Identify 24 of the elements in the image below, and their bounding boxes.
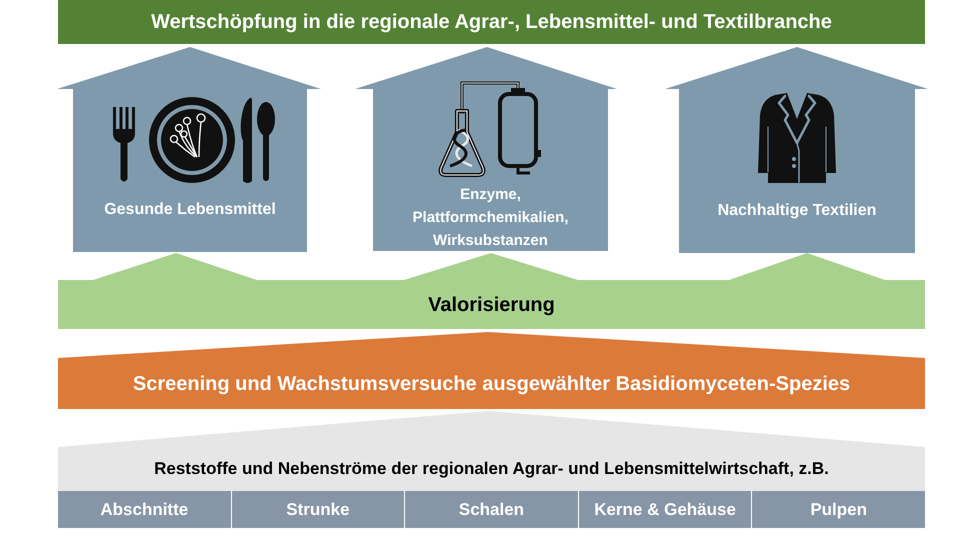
cell-label: Abschnitte (100, 498, 188, 520)
band-label: Reststoffe und Nebenströme der regionalen Agrar- und Lebensmittelwirtschaft, z.B. (154, 458, 829, 480)
band-label: Valorisierung (428, 292, 555, 318)
category-cell (230, 491, 404, 528)
band-label: Screening und Wachstumsversuche ausgewählter Basidiomyceten-Spezies (132, 372, 850, 396)
category-cell (751, 491, 925, 528)
house-label: Enzyme, Plattformchemikalien, Wirksubstanzen (412, 185, 570, 251)
roofed-band (58, 411, 925, 491)
cell-label: Strunke (286, 498, 350, 520)
title-banner (58, 0, 925, 44)
house-shape (57, 47, 321, 252)
banner-title: Wertschöpfung in die regionale Agrar-, Lebensmittel- und Textilbranche (151, 10, 832, 35)
peaked-band (58, 253, 925, 329)
category-cell (58, 491, 231, 528)
roofed-band (58, 332, 925, 409)
cell-label: Pulpen (810, 498, 867, 520)
house-shape (665, 47, 928, 253)
category-cell (578, 491, 752, 528)
category-cell (404, 491, 578, 528)
house-label: Gesunde Lebensmittel (104, 200, 276, 220)
house-shape (355, 47, 617, 251)
cell-label: Kerne & Gehäuse (594, 498, 736, 520)
cell-label: Schalen (458, 498, 524, 520)
house-label: Nachhaltige Textilien (718, 201, 876, 221)
